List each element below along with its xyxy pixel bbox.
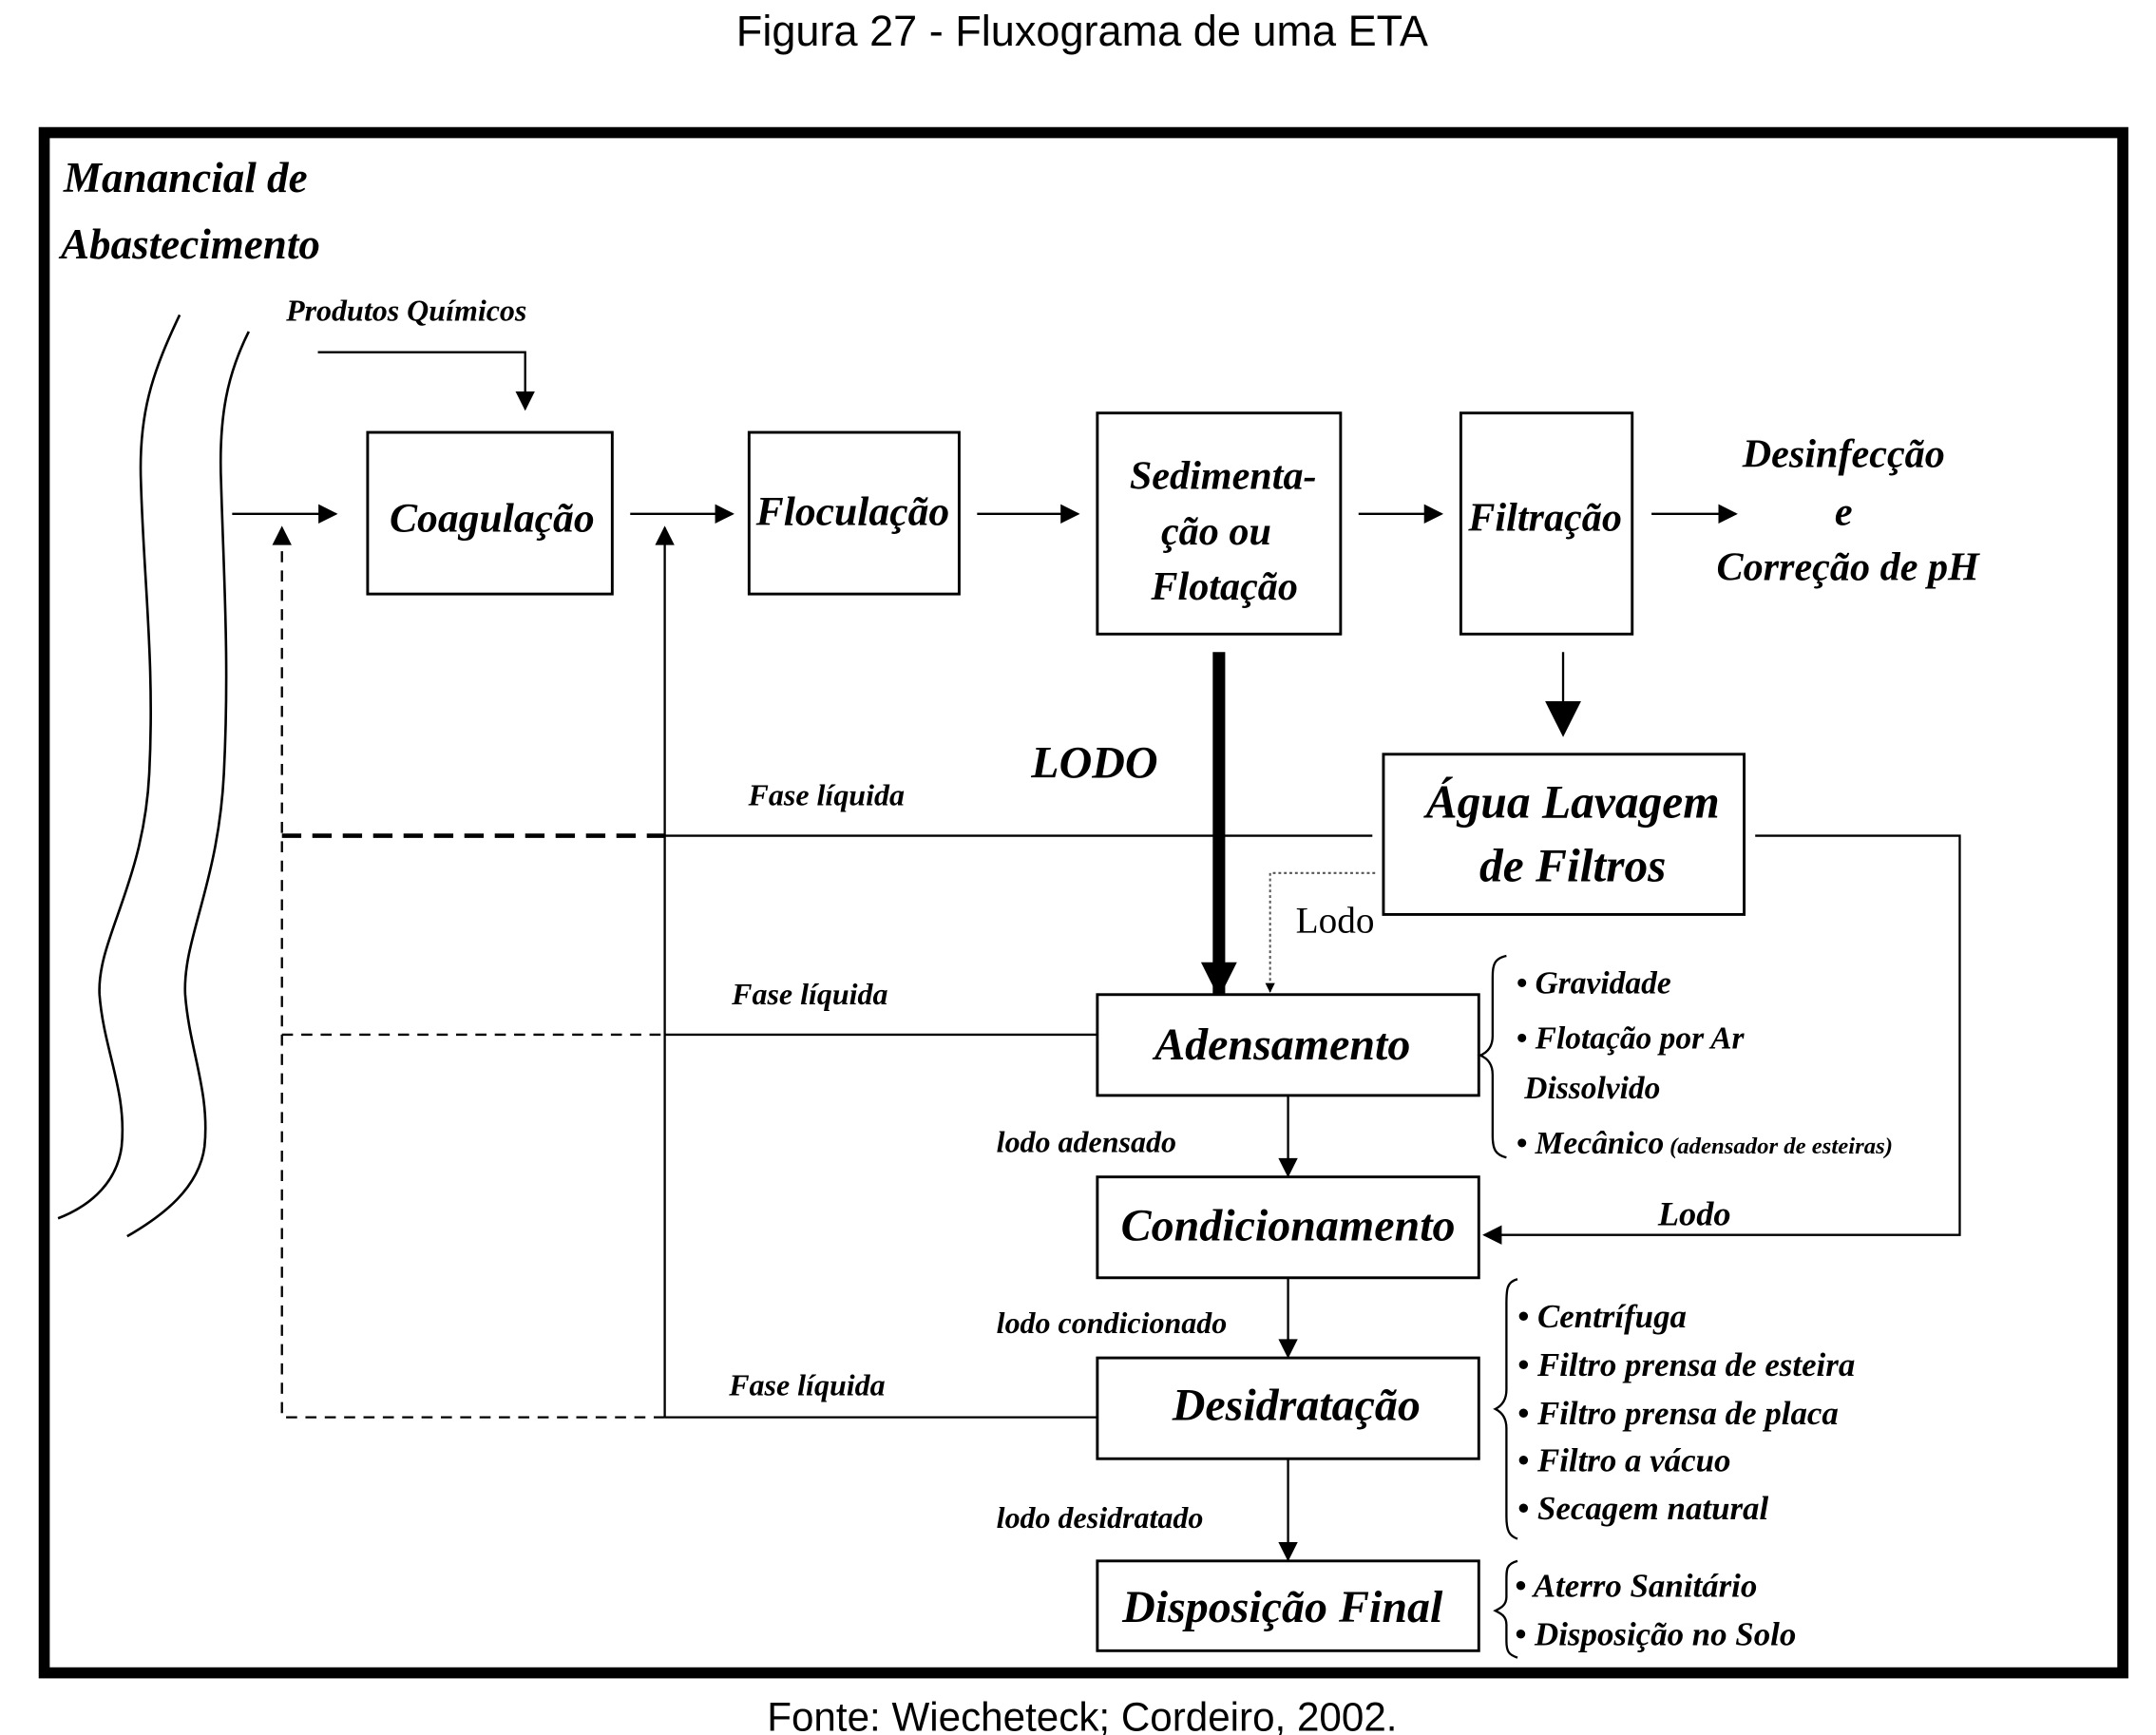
lodo-main-label: LODO xyxy=(1030,738,1157,789)
brace-desidratacao xyxy=(1493,1278,1518,1540)
desidratacao-option-4: • Filtro a vácuo xyxy=(1517,1441,1730,1478)
lodo-wash-dotted-arrow xyxy=(1265,871,1376,993)
lodo-wash-label: Lodo xyxy=(1296,900,1375,941)
label-disposicao-final: Disposição Final xyxy=(1121,1582,1443,1632)
desidratacao-option-3: • Filtro prensa de placa xyxy=(1517,1395,1839,1432)
figure-title: Figura 27 - Fluxograma de uma ETA xyxy=(736,7,1428,55)
label-agua-lavagem-2: de Filtros xyxy=(1479,840,1666,892)
adensamento-option-2: • Flotação por Ar xyxy=(1517,1020,1746,1056)
final-treatment-3: Correção de pH xyxy=(1716,545,1980,590)
lodo-desidratado-label: lodo desidratado xyxy=(997,1500,1204,1535)
adensamento-option-4-main: • Mecânico xyxy=(1517,1126,1665,1161)
brace-disposicao xyxy=(1493,1559,1518,1659)
disposicao-option-2: • Disposição no Solo xyxy=(1515,1616,1796,1653)
disposicao-option-1: • Aterro Sanitário xyxy=(1515,1568,1757,1605)
river-bank-left xyxy=(57,314,181,1220)
final-treatment-1: Desinfecção xyxy=(1742,431,1945,476)
box-adensamento xyxy=(1096,993,1480,1097)
desidratacao-option-1: • Centrífuga xyxy=(1517,1298,1687,1335)
fase-liquida-1-label: Fase líquida xyxy=(748,778,905,812)
label-filtracao: Filtração xyxy=(1467,495,1622,540)
label-agua-lavagem-1: Água Lavagem xyxy=(1423,776,1720,829)
lodo-right-label: Lodo xyxy=(1657,1195,1731,1233)
brace-adensamento xyxy=(1477,954,1507,1159)
lodo-condicionado-label: lodo condicionado xyxy=(997,1306,1228,1340)
river-bank-right xyxy=(126,331,250,1238)
box-coagulacao xyxy=(366,430,614,596)
box-desidratacao xyxy=(1096,1356,1480,1460)
label-coagulacao: Coagulação xyxy=(390,496,595,542)
box-condicionamento xyxy=(1096,1175,1480,1280)
adensamento-option-4-note: (adensador de esteiras) xyxy=(1669,1134,1893,1159)
chemicals-arrow xyxy=(317,351,535,411)
box-sedimentacao xyxy=(1096,411,1343,636)
box-floculacao xyxy=(747,430,961,596)
final-treatment-2: e xyxy=(1835,489,1853,534)
label-floculacao: Floculação xyxy=(755,488,950,534)
source-label-line2: Abastecimento xyxy=(58,220,320,268)
figure-caption: Fonte: Wiecheteck; Cordeiro, 2002. xyxy=(767,1695,1397,1735)
label-condicionamento: Condicionamento xyxy=(1121,1201,1456,1251)
label-sedimentacao-3: Flotação xyxy=(1150,564,1298,609)
lodo-adensado-label: lodo adensado xyxy=(997,1124,1176,1158)
adensamento-option-4: • Mecânico(adensador de esteiras) xyxy=(1517,1126,1893,1161)
fase-liquida-3-dashed xyxy=(272,525,665,1419)
adensamento-option-3: Dissolvido xyxy=(1523,1071,1660,1106)
adensamento-option-1: • Gravidade xyxy=(1517,965,1671,1001)
label-adensamento: Adensamento xyxy=(1152,1020,1410,1070)
desidratacao-option-2: • Filtro prensa de esteira xyxy=(1517,1346,1855,1383)
fase-liquida-3-label: Fase líquida xyxy=(728,1367,885,1401)
box-disposicao-final xyxy=(1096,1559,1480,1652)
label-sedimentacao-1: Sedimenta- xyxy=(1130,454,1317,499)
diagram-frame xyxy=(38,126,2128,1679)
lodo-right-loop xyxy=(1482,834,1961,1245)
source-label-line1: Manancial de xyxy=(63,154,308,201)
box-filtracao xyxy=(1459,411,1634,636)
box-agua-lavagem xyxy=(1382,753,1746,916)
label-sedimentacao-2: ção ou xyxy=(1161,509,1271,554)
desidratacao-option-5: • Secagem natural xyxy=(1517,1490,1768,1527)
label-desidratacao: Desidratação xyxy=(1172,1381,1421,1431)
fase-liquida-2-label: Fase líquida xyxy=(731,977,887,1011)
chemicals-label: Produtos Químicos xyxy=(285,293,526,327)
